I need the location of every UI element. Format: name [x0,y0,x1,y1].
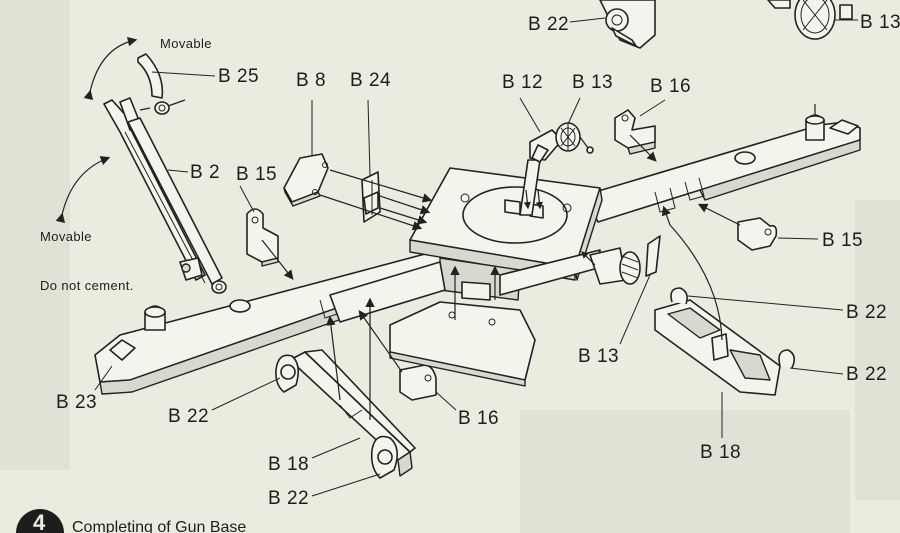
label-b15-right: B 15 [822,230,863,251]
part-b24 [361,171,381,223]
part-b2-arm [103,97,227,294]
base-arm-left [94,249,446,395]
label-b13-lower: B 13 [578,346,619,367]
label-b22-lower: B 22 [168,406,209,427]
top-handwheel-part [767,0,853,40]
label-b24: B 24 [350,70,391,91]
part-b8 [283,153,329,207]
label-b13-mid: B 13 [572,72,613,93]
label-b16-top: B 16 [650,76,691,97]
label-b22-right1: B 22 [846,302,887,323]
leader-lines [94,17,858,497]
label-b16-lower: B 16 [458,408,499,429]
part-b13-lower [589,235,661,285]
base-arm-right [584,104,861,223]
part-b16-top [614,109,656,155]
part-b16-lower [399,364,437,401]
label-b15-left: B 15 [236,164,277,185]
part-b18-left [275,349,416,479]
part-b12-b13-elevation [519,122,594,216]
assembly-arrows [261,134,741,420]
part-b25-lever [137,53,186,115]
label-b18-left: B 18 [268,454,309,475]
label-b22-right2: B 22 [846,364,887,385]
label-b12: B 12 [502,72,543,93]
label-b18-right: B 18 [700,442,741,463]
label-do-not-cement: Do not cement. [40,278,134,293]
label-movable-left: Movable [40,229,92,244]
label-b22-bottom: B 22 [268,488,309,509]
label-b23: B 23 [56,392,97,413]
part-labels: B 22 B 13 Movable B 25 B 8 B 24 B 12 B 1… [40,12,900,509]
step-number: 4 [33,510,46,533]
label-b13-top: B 13 [860,12,900,33]
part-b15-left [246,208,279,267]
step-number-badge [16,509,64,533]
movable-arrows [55,36,138,224]
part-center-block [389,281,536,387]
step-header: 4 Completing of Gun Base [16,509,246,533]
label-b8: B 8 [296,70,326,91]
label-b2: B 2 [190,162,220,183]
part-b15-right [737,217,778,251]
label-b22-top: B 22 [528,14,569,35]
top-hook-part [599,0,656,49]
part-b18-right [654,287,796,396]
label-movable-top: Movable [160,36,212,51]
step-title: Completing of Gun Base [72,519,246,533]
label-b25: B 25 [218,66,259,87]
